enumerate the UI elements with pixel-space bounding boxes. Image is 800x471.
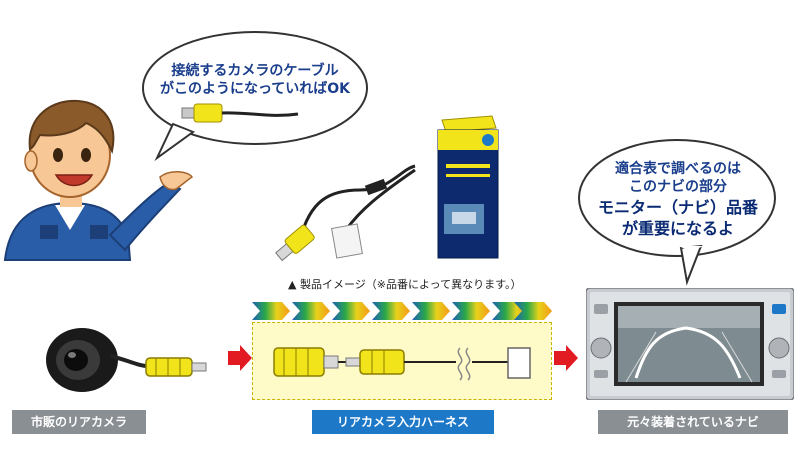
navi-unit-illustration [586, 288, 794, 400]
label-camera: 市販のリアカメラ [12, 410, 146, 434]
harness-flow-chevrons [252, 302, 552, 320]
arrow-camera-to-harness [228, 345, 252, 371]
arrow-harness-to-navi [554, 345, 578, 371]
label-harness: リアカメラ入力ハーネス [312, 410, 494, 434]
label-navi: 元々装着されているナビ [598, 410, 788, 434]
speech-right-line2: このナビの部分 [629, 179, 727, 195]
speech-right-line1: 適合表で調べるのは [615, 161, 741, 177]
speech-right-line4: が重要になるよ [621, 219, 734, 238]
speech-left-line2: がこのようになっていればOK [159, 81, 351, 97]
speech-right-line3: モニター（ナビ）品番 [597, 198, 758, 217]
bubble-rca-cable [181, 103, 299, 123]
harness-diagram [273, 347, 531, 381]
rear-camera-illustration [46, 328, 207, 392]
product-caption: ▲ 製品イメージ（※品番によって異なります。） [288, 278, 522, 291]
man-illustration [3, 99, 194, 261]
speech-bubble-right [578, 139, 776, 286]
speech-left-line1: 接続するカメラのケーブル [171, 63, 339, 79]
harness-cable-product [275, 164, 416, 262]
harness-package [437, 115, 499, 259]
